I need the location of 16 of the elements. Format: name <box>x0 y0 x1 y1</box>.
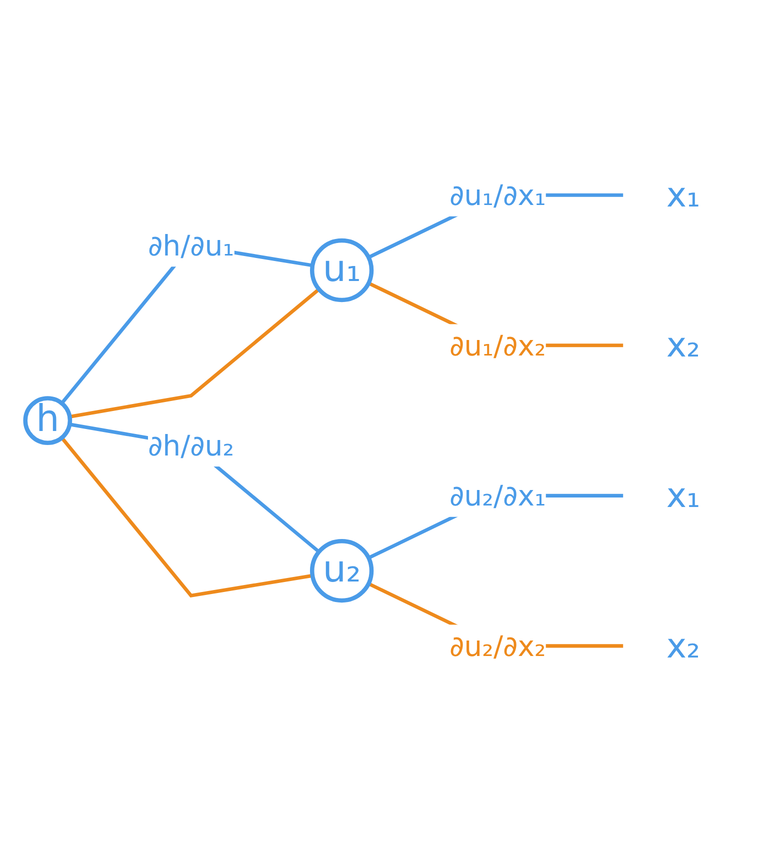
node-circle: u₂ <box>310 538 374 603</box>
connector <box>69 288 320 418</box>
connector <box>60 436 313 598</box>
edge-label: ∂h/∂u₁ <box>148 228 234 262</box>
edge-label: ∂u₂/∂x₂ <box>449 628 546 663</box>
node-text: x₂ <box>666 326 700 366</box>
node-text: x₁ <box>666 175 700 215</box>
node-circle: h <box>23 396 72 445</box>
edge-label: ∂u₁/∂x₁ <box>449 178 546 212</box>
edge-label: ∂u₁/∂x₂ <box>449 328 546 362</box>
edge-label: ∂u₂/∂x₁ <box>449 478 546 513</box>
connector <box>69 422 320 554</box>
node-text: x₂ <box>666 626 700 666</box>
node-text: x₁ <box>666 476 700 516</box>
node-circle: u₁ <box>310 238 374 302</box>
edge-label: ∂h/∂u₂ <box>148 428 234 462</box>
